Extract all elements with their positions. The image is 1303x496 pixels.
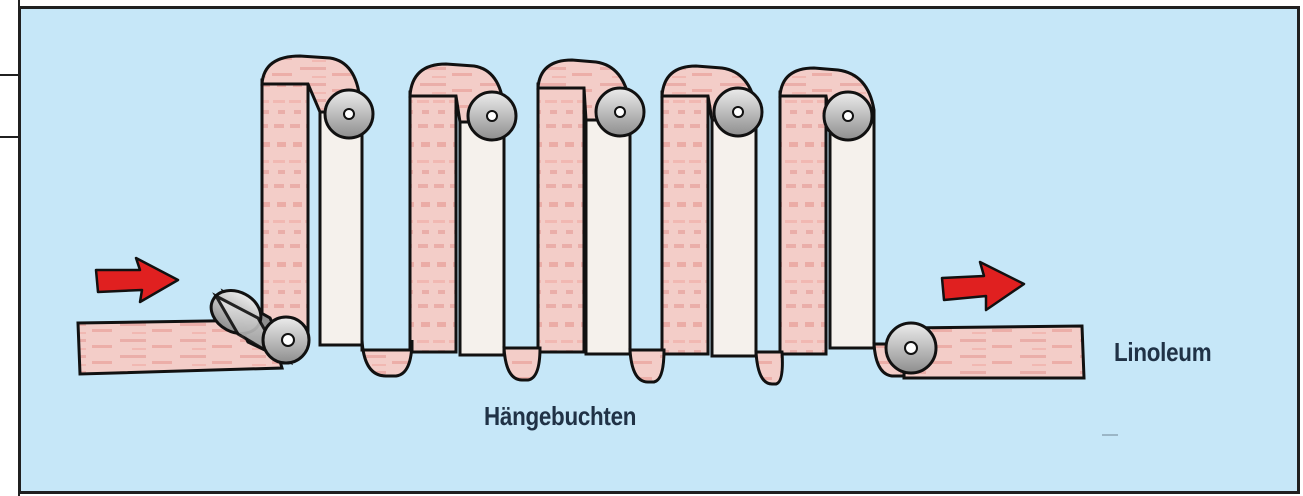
- red-arrow-right-icon: [96, 258, 178, 302]
- roller-axle: [843, 111, 853, 121]
- belt-bottom-arc: [630, 350, 664, 382]
- belt-band: [780, 92, 826, 354]
- roller-axle: [615, 107, 625, 117]
- exit-roller: [886, 323, 936, 373]
- belt-back: [320, 110, 362, 345]
- belt-back: [712, 118, 756, 356]
- belt-band: [262, 80, 308, 340]
- belt-back: [830, 118, 874, 348]
- belt-bottom-arc: [504, 348, 540, 380]
- roller-axle: [282, 334, 294, 346]
- belt-band: [662, 92, 708, 354]
- red-arrow-right-icon: [942, 262, 1024, 310]
- belt-back: [586, 118, 630, 354]
- belt-band: [538, 84, 584, 352]
- belt-bottom-arc: [756, 352, 782, 384]
- roller-axle: [733, 107, 743, 117]
- roller-axle: [905, 342, 917, 354]
- linoleum-label: Linoleum: [1114, 337, 1211, 368]
- roller-axle: [344, 109, 354, 119]
- belt-band: [410, 92, 456, 352]
- roller-axle: [487, 111, 497, 121]
- stray-mark: [1102, 434, 1118, 436]
- loops-label: Hängebuchten: [484, 401, 636, 432]
- belt-back: [460, 120, 504, 355]
